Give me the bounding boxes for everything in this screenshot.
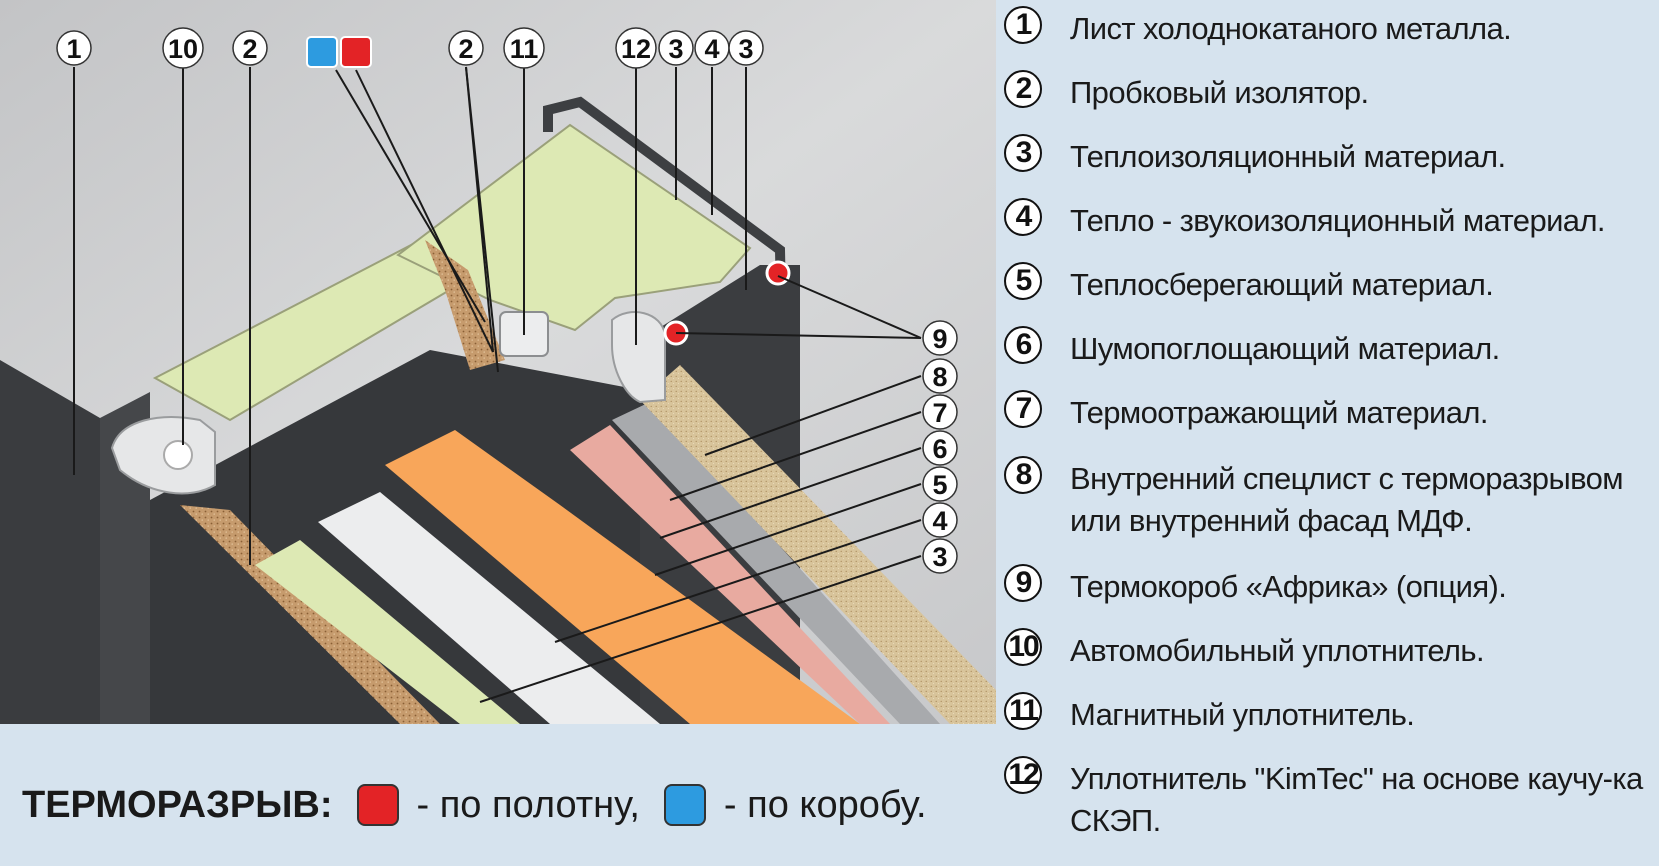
legend-text: Термоотражающий материал. bbox=[1070, 395, 1489, 430]
legend-text: Теплосберегающий материал. bbox=[1070, 267, 1494, 302]
legend-number: 3 bbox=[1004, 134, 1042, 172]
callout-right-9: 9 bbox=[922, 320, 958, 356]
svg-text:4: 4 bbox=[932, 506, 947, 536]
legend-list: 1 Лист холоднокатаного металла. 2 Пробко… bbox=[998, 0, 1659, 866]
callout-top-12: 12 bbox=[615, 27, 657, 69]
callout-top-3b: 3 bbox=[728, 30, 764, 66]
callout-top-3a: 3 bbox=[658, 30, 694, 66]
legend-number: 6 bbox=[1004, 326, 1042, 364]
legend-text: Термокороб «Африка» (опция). bbox=[1070, 569, 1507, 604]
legend-text: Уплотнитель "KimTec" на основе каучу-ка … bbox=[1070, 761, 1643, 838]
thermal-break-red-text: - по полотну, bbox=[416, 783, 640, 826]
top-callouts: 1 10 2 2 11 12 3 4 3 bbox=[56, 27, 764, 69]
legend-text: Внутренний спецлист с терморазрывом или … bbox=[1070, 461, 1624, 538]
thermal-break-title: ТЕРМОРАЗРЫВ: bbox=[22, 783, 333, 826]
callout-right-6: 6 bbox=[922, 430, 958, 466]
legend-text: Магнитный уплотнитель. bbox=[1070, 697, 1415, 732]
svg-text:8: 8 bbox=[932, 362, 947, 392]
svg-text:9: 9 bbox=[932, 324, 947, 354]
red-swatch-icon bbox=[356, 784, 399, 826]
legend-number: 1 bbox=[1004, 6, 1042, 44]
legend-text: Лист холоднокатаного металла. bbox=[1070, 11, 1512, 46]
legend-number: 11 bbox=[1004, 692, 1042, 730]
legend-text: Теплоизоляционный материал. bbox=[1070, 139, 1506, 174]
leader-lines bbox=[73, 66, 922, 703]
svg-text:1: 1 bbox=[66, 34, 81, 64]
right-callouts: 9 8 7 6 5 4 3 bbox=[922, 320, 958, 574]
layer-4-white bbox=[318, 492, 660, 724]
legend-number: 10 bbox=[1004, 628, 1042, 666]
layer-7-gray bbox=[612, 402, 940, 724]
svg-text:2: 2 bbox=[242, 34, 257, 64]
thermal-dot-red-1 bbox=[765, 260, 791, 286]
callout-right-7: 7 bbox=[922, 394, 958, 430]
svg-text:5: 5 bbox=[932, 470, 947, 500]
callout-right-8: 8 bbox=[922, 358, 958, 394]
legend-number: 8 bbox=[1004, 456, 1042, 494]
svg-text:10: 10 bbox=[168, 34, 198, 64]
cork-strip-lower bbox=[180, 505, 440, 724]
legend-number: 9 bbox=[1004, 564, 1042, 602]
callout-top-11: 11 bbox=[503, 27, 545, 69]
svg-text:12: 12 bbox=[621, 34, 651, 64]
legend-number: 7 bbox=[1004, 390, 1042, 428]
svg-text:3: 3 bbox=[738, 34, 753, 64]
svg-text:6: 6 bbox=[932, 434, 947, 464]
svg-text:3: 3 bbox=[668, 34, 683, 64]
thermal-break-legend: ТЕРМОРАЗРЫВ: - по полотну, - по коробу. bbox=[22, 780, 951, 830]
legend-text: Пробковый изолятор. bbox=[1070, 75, 1369, 110]
svg-text:11: 11 bbox=[510, 34, 539, 64]
legend-number: 12 bbox=[1004, 756, 1042, 794]
callout-top-2b: 2 bbox=[448, 30, 484, 66]
thermal-break-blue-text: - по коробу. bbox=[723, 783, 927, 826]
callout-top-1: 1 bbox=[56, 30, 92, 66]
metal-body-left bbox=[0, 360, 100, 724]
callout-right-3: 3 bbox=[922, 538, 958, 574]
layer-3-insulation bbox=[255, 540, 520, 724]
svg-text:2: 2 bbox=[458, 34, 473, 64]
callout-right-4: 4 bbox=[922, 502, 958, 538]
layer-6-pink bbox=[570, 425, 890, 724]
legend-number: 4 bbox=[1004, 198, 1042, 236]
layer-5-orange bbox=[385, 430, 860, 724]
automotive-seal-core bbox=[163, 440, 193, 470]
callout-top-4: 4 bbox=[694, 30, 730, 66]
legend-text: Шумопоглощающий материал. bbox=[1070, 331, 1500, 366]
layer-8-mdf bbox=[640, 365, 996, 724]
marker-blue bbox=[306, 36, 338, 68]
callout-top-10: 10 bbox=[162, 27, 204, 69]
legend-text: Автомобильный уплотнитель. bbox=[1070, 633, 1485, 668]
kimtec-seal bbox=[611, 311, 666, 404]
svg-text:4: 4 bbox=[704, 34, 719, 64]
legend-number: 5 bbox=[1004, 262, 1042, 300]
legend-number: 2 bbox=[1004, 70, 1042, 108]
svg-text:3: 3 bbox=[932, 542, 947, 572]
legend-text: Тепло - звукоизоляционный материал. bbox=[1070, 203, 1606, 238]
svg-text:7: 7 bbox=[932, 398, 947, 428]
callout-right-5: 5 bbox=[922, 466, 958, 502]
marker-red bbox=[340, 36, 372, 68]
callout-top-2a: 2 bbox=[232, 30, 268, 66]
door-cross-section-diagram: 1 10 2 2 11 12 3 4 3 9 8 7 6 5 4 3 bbox=[0, 0, 996, 724]
blue-swatch-icon bbox=[663, 784, 706, 826]
